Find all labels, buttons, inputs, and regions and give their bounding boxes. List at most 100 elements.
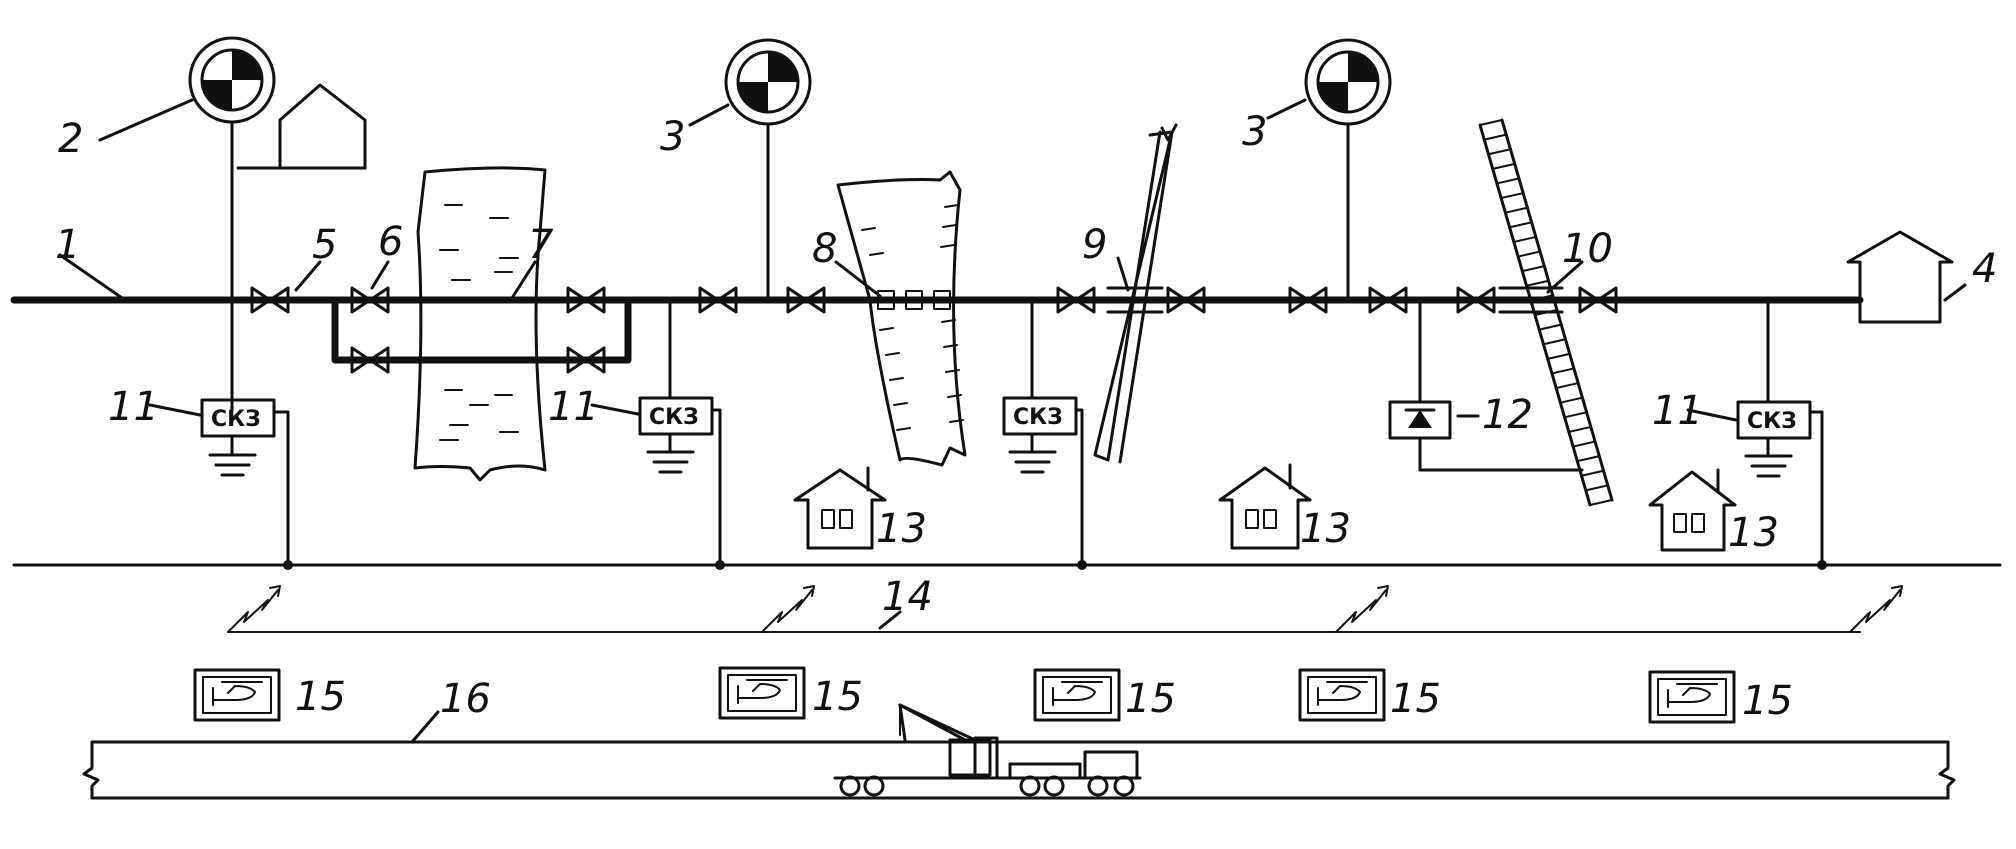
- rail-rung: [1495, 177, 1520, 185]
- ravine-crossing: [836, 170, 967, 467]
- label-5: 5: [312, 222, 337, 268]
- drainage-unit: [1388, 298, 1584, 472]
- rail-rung: [1525, 279, 1550, 287]
- valve-j: [1456, 286, 1496, 314]
- valve-bypass-a: [350, 346, 390, 374]
- rail-rung: [1546, 352, 1571, 360]
- rail-rung: [1517, 250, 1542, 258]
- leader-8: [834, 260, 882, 298]
- rail-rung: [1559, 396, 1584, 404]
- cp-station-right: СКЗ: [1736, 298, 1824, 567]
- helipad-c: [1033, 668, 1121, 722]
- valve-d: [698, 286, 738, 314]
- rail-rung: [1550, 367, 1575, 375]
- rail-rung: [1483, 133, 1508, 141]
- label-15e: 15: [1742, 678, 1793, 724]
- bypass-line: [331, 296, 632, 364]
- house-c: [1648, 468, 1737, 552]
- leader-14: [878, 610, 902, 630]
- tap-b: [715, 560, 725, 570]
- leader-3b: [1266, 98, 1307, 120]
- valve-group: [250, 286, 1618, 374]
- valve-h: [1288, 286, 1328, 314]
- rail-rung: [1538, 323, 1563, 331]
- helipad-d: [1298, 668, 1386, 722]
- label-12: 12: [1482, 392, 1533, 438]
- rail-rung: [1580, 469, 1605, 477]
- crane-truck: [833, 703, 1142, 797]
- label-9: 9: [1082, 222, 1107, 268]
- rail-rung: [1584, 484, 1609, 492]
- label-2: 2: [58, 116, 83, 162]
- leader-16: [410, 710, 440, 744]
- rail-rung: [1491, 162, 1516, 170]
- leader-5: [294, 260, 322, 292]
- cp-station-left: СКЗ: [200, 398, 290, 567]
- valve-5: [250, 286, 290, 314]
- rail-rung: [1512, 235, 1537, 243]
- rail-rung: [1567, 425, 1592, 433]
- cp-text-unlabeled: СКЗ: [1013, 405, 1063, 430]
- label-13b: 13: [1300, 506, 1351, 552]
- label-11b: 11: [548, 384, 599, 430]
- leader-4: [1943, 283, 1967, 302]
- cp-text-left: СКЗ: [211, 407, 261, 432]
- rail-rung: [1521, 265, 1546, 273]
- rail-rung: [1572, 440, 1597, 448]
- valve-i: [1368, 286, 1408, 314]
- building-near-station-2: [236, 83, 367, 170]
- leader-6: [370, 260, 390, 290]
- tap-d: [1817, 560, 1827, 570]
- leader-3a: [688, 103, 730, 127]
- label-15c: 15: [1125, 676, 1176, 722]
- rail-rung: [1508, 221, 1533, 229]
- leader-11b: [590, 403, 640, 416]
- leader-11c: [1686, 408, 1738, 422]
- valve-6: [350, 286, 390, 314]
- rail-rung: [1487, 148, 1512, 156]
- end-building: [1846, 230, 1954, 324]
- tap-a: [283, 560, 293, 570]
- label-15b: 15: [812, 674, 863, 720]
- compressor-station-right: [1304, 38, 1392, 302]
- label-15d: 15: [1390, 676, 1441, 722]
- rail-rung: [1563, 411, 1588, 419]
- rail-rung: [1500, 192, 1525, 200]
- leader-11a: [148, 403, 202, 417]
- label-4: 4: [1972, 246, 1997, 292]
- compressor-station-left: [188, 36, 276, 412]
- valve-c: [566, 286, 606, 314]
- helipad-e: [1648, 670, 1736, 724]
- road-crossing: [1093, 123, 1178, 464]
- label-13a: 13: [876, 506, 927, 552]
- label-3b: 3: [1242, 109, 1267, 155]
- compressor-station-mid: [724, 38, 812, 302]
- rail-rung: [1479, 119, 1503, 126]
- helipad-a: [193, 668, 281, 722]
- valve-e: [786, 286, 826, 314]
- cp-text-mid: СКЗ: [649, 405, 699, 430]
- label-10: 10: [1562, 226, 1613, 272]
- rail-rung: [1589, 499, 1613, 506]
- label-7: 7: [528, 222, 554, 268]
- water-crossing: [413, 166, 547, 482]
- house-b: [1218, 463, 1312, 550]
- tap-c: [1077, 560, 1087, 570]
- valve-g: [1166, 286, 1206, 314]
- label-1: 1: [55, 222, 80, 268]
- label-6: 6: [378, 219, 403, 265]
- rail-crossing: [1478, 118, 1614, 507]
- label-8: 8: [812, 226, 837, 272]
- leader-1: [58, 253, 127, 302]
- rail-rung: [1576, 455, 1601, 463]
- label-15a: 15: [295, 674, 346, 720]
- access-road: [82, 740, 1956, 800]
- label-11a: 11: [108, 384, 159, 430]
- rail-rung: [1542, 338, 1567, 346]
- leader-10: [1546, 260, 1584, 294]
- rail-rung: [1555, 382, 1580, 390]
- label-16: 16: [440, 676, 491, 722]
- label-13c: 13: [1728, 510, 1779, 556]
